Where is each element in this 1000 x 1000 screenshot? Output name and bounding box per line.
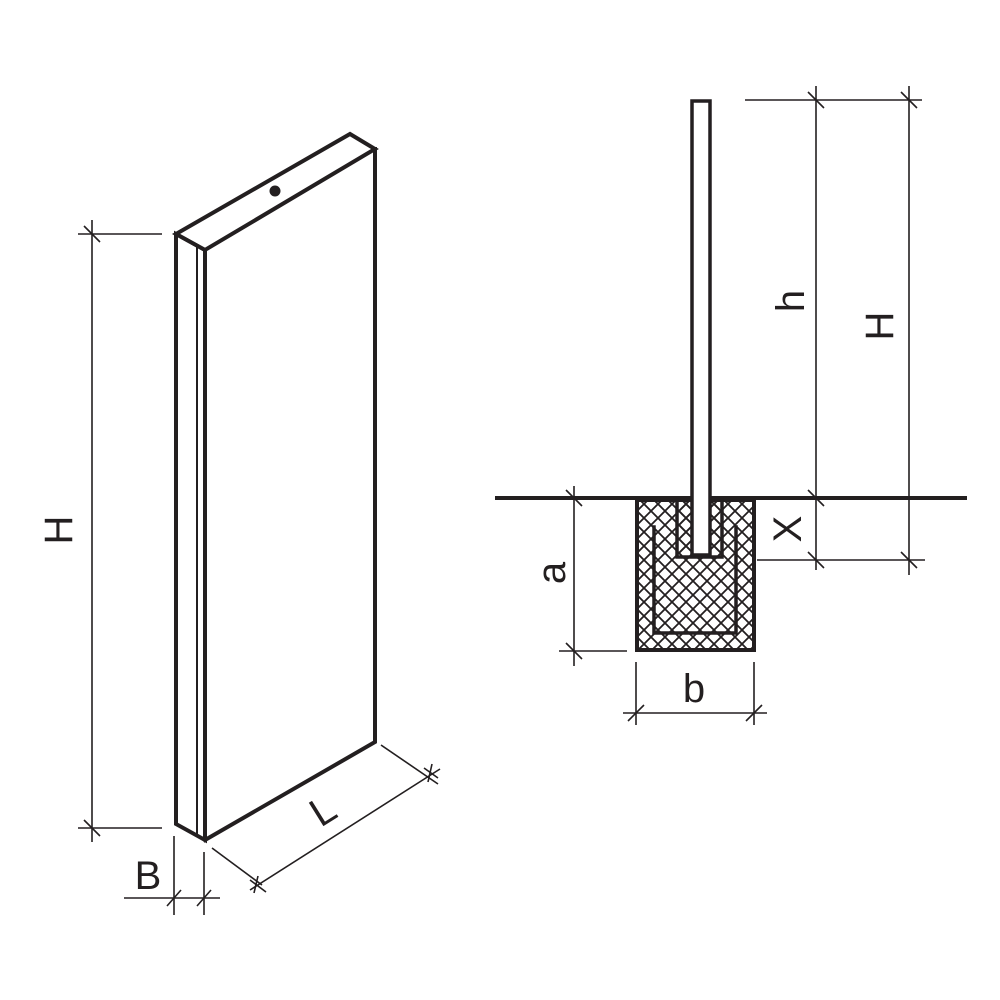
panel-front-face <box>202 147 377 843</box>
label-L: L <box>302 786 344 835</box>
dimension-h-H-right: h H X <box>745 86 925 575</box>
dimension-B: B <box>124 836 220 915</box>
dimension-L: L <box>211 744 441 894</box>
post <box>690 99 712 557</box>
panel-isometric <box>171 131 379 844</box>
label-h: h <box>769 290 813 312</box>
u-socket <box>652 525 738 635</box>
label-X: X <box>766 516 810 543</box>
panel-side-face <box>174 230 207 844</box>
label-b: b <box>683 667 705 711</box>
label-B: B <box>135 854 162 898</box>
lifting-hole-icon <box>269 185 281 197</box>
dimension-b: b <box>623 662 767 725</box>
dimension-H-left: H <box>37 220 162 842</box>
label-H-left: H <box>37 516 81 545</box>
dimension-a: a <box>530 486 627 666</box>
label-H-right: H <box>858 312 902 341</box>
label-a: a <box>530 561 574 584</box>
